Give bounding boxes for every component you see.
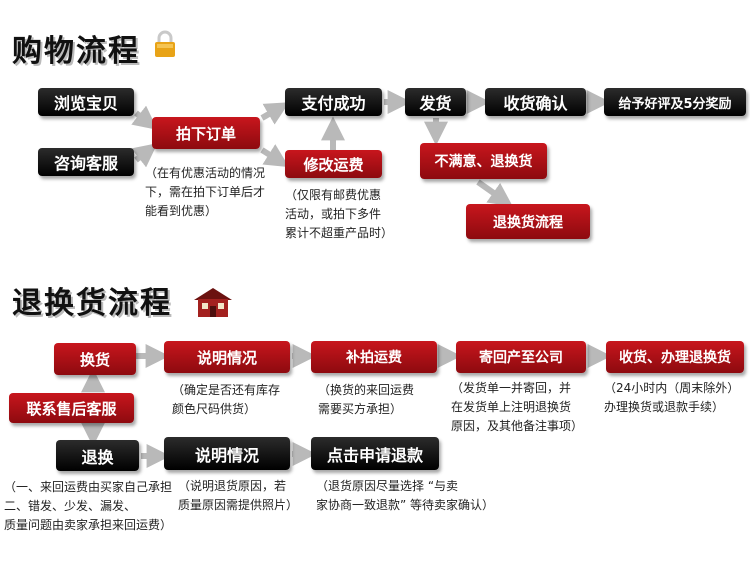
node-shipping: 补拍运费 xyxy=(311,341,437,373)
node-explain2: 说明情况 xyxy=(164,437,290,470)
house-icon xyxy=(194,288,232,317)
note-line: 活动，或拍下多件 xyxy=(285,207,382,221)
arrow-order-pay xyxy=(260,102,290,125)
note-line: 二、错发、少发、漏发、 xyxy=(4,499,137,513)
lock-icon xyxy=(155,30,175,57)
note-line: （仅限有邮费优惠 xyxy=(285,188,382,202)
note-line: （换货的来回运费 xyxy=(318,383,415,397)
note-line: 需要买方承担） xyxy=(318,402,403,416)
node-refund: 退换 xyxy=(56,440,139,471)
node-unhappy: 不满意、退换货 xyxy=(420,143,547,179)
node-consult: 咨询客服 xyxy=(38,148,134,176)
node-ship: 发货 xyxy=(405,88,466,116)
node-return-flow: 退换货流程 xyxy=(466,204,590,239)
note-line: 质量问题由卖家承担来回运费） xyxy=(4,518,173,532)
node-send-back: 寄回产至公司 xyxy=(456,341,586,373)
note-line: （退货原因尽量选择 “与卖 xyxy=(316,479,459,493)
note-order: （在有优惠活动的情况 下，需在拍下订单后才 能看到优惠） xyxy=(145,164,265,221)
note-line: 在发货单上注明退换货 xyxy=(451,400,572,414)
note-line: （发货单一并寄回，并 xyxy=(451,381,572,395)
note-line: 办理换货或退款手续） xyxy=(604,400,725,414)
node-explain1: 说明情况 xyxy=(164,341,290,373)
note-shipping: （换货的来回运费 需要买方承担） xyxy=(318,381,414,419)
note-modify: （仅限有邮费优惠 活动，或拍下多件 累计不超重产品时） xyxy=(285,186,393,243)
node-order: 拍下订单 xyxy=(152,117,260,149)
node-pay: 支付成功 xyxy=(285,88,382,116)
node-browse: 浏览宝贝 xyxy=(38,88,134,116)
arrow-browse-order xyxy=(131,105,158,130)
note-line: （在有优惠活动的情况 xyxy=(145,166,266,180)
note-line: （一、来回运费由买家自己承担 xyxy=(4,480,173,494)
note-apply: （退货原因尽量选择 “与卖 家协商一致退款” 等待卖家确认） xyxy=(316,477,494,515)
node-contact: 联系售后客服 xyxy=(9,393,134,423)
arrow-consult-order xyxy=(131,143,158,168)
note-line: （24小时内（周末除外） xyxy=(604,381,740,395)
note-send-back: （发货单一并寄回，并 在发货单上注明退换货 原因，及其他备注事项） xyxy=(451,379,583,436)
return-flow-title: 退换货流程 xyxy=(12,286,172,321)
note-line: 能看到优惠） xyxy=(145,204,218,218)
note-line: 家协商一致退款” 等待卖家确认） xyxy=(316,498,495,512)
arrow-order-modify xyxy=(260,144,290,168)
note-explain2: （说明退货原因，若 质量原因需提供照片） xyxy=(178,477,298,515)
note-line: 颜色尺码供货） xyxy=(172,402,257,416)
note-line: 质量原因需提供照片） xyxy=(178,498,299,512)
note-line: （确定是否还有库存 xyxy=(172,383,281,397)
purchase-flow-title: 购物流程 xyxy=(12,34,140,69)
arrow-unhappy-returnflow xyxy=(476,179,513,207)
node-exchange: 换货 xyxy=(54,343,136,375)
note-line: （说明退货原因，若 xyxy=(178,479,287,493)
note-line: 累计不超重产品时） xyxy=(285,226,394,240)
node-confirm: 收货确认 xyxy=(485,88,586,116)
node-modify: 修改运费 xyxy=(285,150,382,178)
note-line: 原因，及其他备注事项） xyxy=(451,419,584,433)
note-line: 下，需在拍下订单后才 xyxy=(145,185,266,199)
note-refund: （一、来回运费由买家自己承担 二、错发、少发、漏发、 质量问题由卖家承担来回运费… xyxy=(4,478,172,535)
node-apply: 点击申请退款 xyxy=(311,437,439,470)
node-review: 给予好评及5分奖励 xyxy=(604,88,746,116)
note-process: （24小时内（周末除外） 办理换货或退款手续） xyxy=(604,379,739,417)
note-explain1: （确定是否还有库存 颜色尺码供货） xyxy=(172,381,280,419)
node-process: 收货、办理退换货 xyxy=(606,341,744,373)
